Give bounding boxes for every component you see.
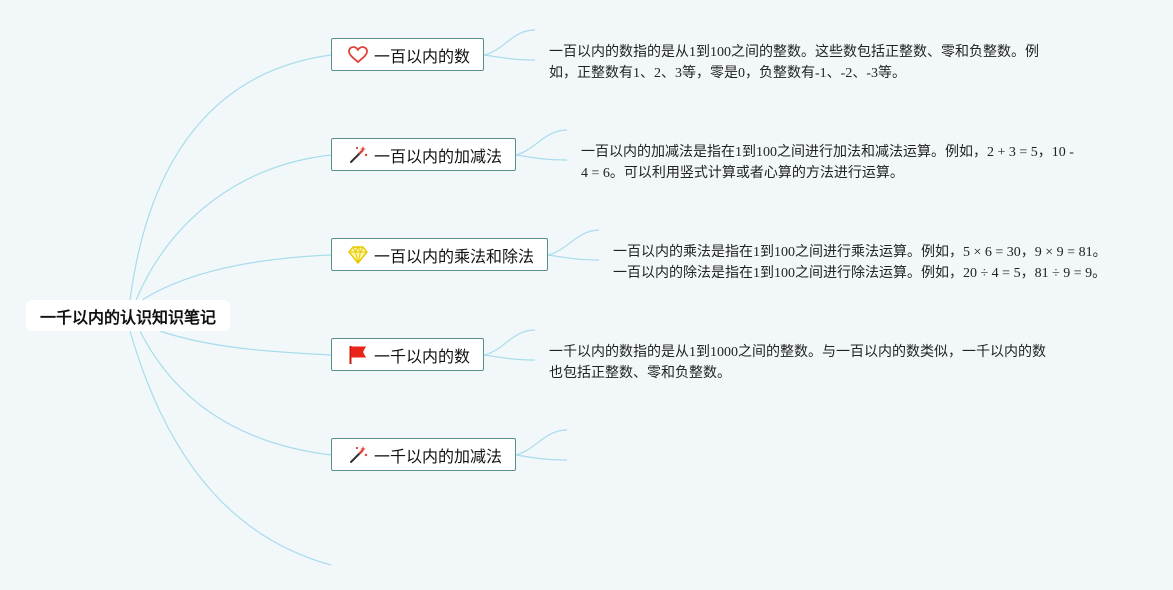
topic-thousand-numbers[interactable]: 一千以内的数 (331, 338, 484, 371)
note-line: 一百以内的加减法是指在1到100之间进行加法和减法运算。例如，2 + 3 = 5… (581, 145, 1074, 160)
note-hundred-add-subtract: 一百以内的加减法是指在1到100之间进行加法和减法运算。例如，2 + 3 = 5… (581, 142, 1074, 184)
diamond-icon (348, 244, 368, 266)
note-line: 一千以内的数指的是从1到1000之间的整数。与一百以内的数类似，一千以内的数 (549, 345, 1046, 360)
note-line: 一百以内的除法是指在1到100之间进行除法运算。例如，20 ÷ 4 = 5，81… (613, 266, 1107, 281)
heart-icon (348, 44, 368, 66)
topic-hundred-add-subtract[interactable]: 一百以内的加减法 (331, 138, 516, 171)
topic-label: 一百以内的数 (374, 46, 471, 66)
topic-label: 一千以内的加减法 (374, 446, 503, 466)
topic-thousand-add-subtract[interactable]: 一千以内的加减法 (331, 438, 516, 471)
note-hundred-multiply-divide: 一百以内的乘法是指在1到100之间进行乘法运算。例如，5 × 6 = 30，9 … (613, 242, 1107, 284)
red-flag-icon (348, 344, 368, 366)
topic-label: 一千以内的数 (374, 346, 471, 366)
note-thousand-numbers: 一千以内的数指的是从1到1000之间的整数。与一百以内的数类似，一千以内的数 也… (549, 342, 1046, 384)
root-topic[interactable]: 一千以内的认识知识笔记 (26, 300, 230, 331)
note-line: 如，正整数有1、2、3等，零是0，负整数有-1、-2、-3等。 (549, 66, 906, 81)
topic-label: 一百以内的乘法和除法 (374, 246, 535, 266)
topic-hundred-multiply-divide[interactable]: 一百以内的乘法和除法 (331, 238, 548, 271)
note-hundred-numbers: 一百以内的数指的是从1到100之间的整数。这些数包括正整数、零和负整数。例 如，… (549, 42, 1039, 84)
note-line: 也包括正整数、零和负整数。 (549, 366, 731, 381)
topic-hundred-numbers[interactable]: 一百以内的数 (331, 38, 484, 71)
topic-label: 一百以内的加减法 (374, 146, 503, 166)
note-line: 4 = 6。可以利用竖式计算或者心算的方法进行运算。 (581, 166, 904, 181)
note-line: 一百以内的数指的是从1到100之间的整数。这些数包括正整数、零和负整数。例 (549, 45, 1039, 60)
magic-wand-icon (348, 444, 368, 466)
note-line: 一百以内的乘法是指在1到100之间进行乘法运算。例如，5 × 6 = 30，9 … (613, 245, 1107, 260)
magic-wand-icon (348, 144, 368, 166)
root-title: 一千以内的认识知识笔记 (39, 307, 216, 327)
